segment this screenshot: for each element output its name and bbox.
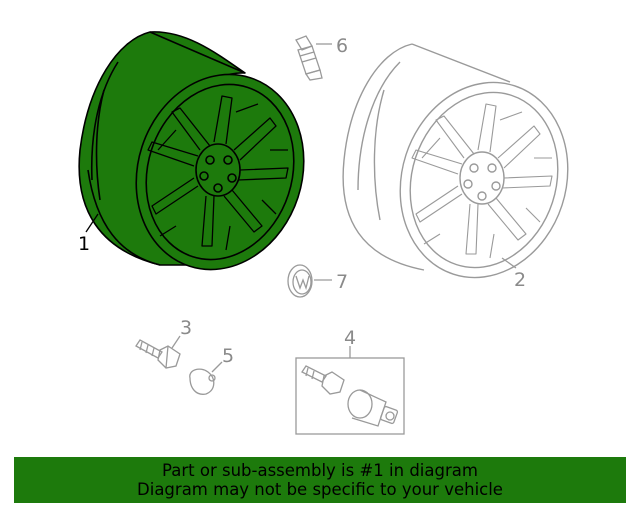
info-banner: Part or sub-assembly is #1 in diagram Di…: [14, 457, 626, 503]
callout-4[interactable]: 4: [344, 327, 356, 349]
leader-line-2: [501, 257, 517, 269]
banner-line-2: Diagram may not be specific to your vehi…: [137, 480, 503, 499]
callout-2[interactable]: 2: [514, 269, 526, 291]
valve-stem-part-6[interactable]: [295, 35, 323, 81]
lock-bolt-icon: [301, 365, 345, 395]
lock-key-icon: [347, 389, 399, 427]
bolt-cap-part-5[interactable]: [189, 368, 216, 395]
callout-5[interactable]: 5: [222, 345, 234, 367]
banner-line-1: Part or sub-assembly is #1 in diagram: [162, 461, 478, 480]
wheel-part-1[interactable]: [78, 31, 328, 292]
callout-7[interactable]: 7: [336, 271, 348, 293]
lug-bolt-part-3[interactable]: [135, 339, 181, 369]
leader-line-1: [85, 213, 99, 233]
callout-1[interactable]: 1: [78, 233, 90, 255]
wheel-part-2[interactable]: [342, 43, 592, 299]
callout-6[interactable]: 6: [336, 35, 348, 57]
center-cap-part-7[interactable]: [287, 264, 313, 298]
leader-line-3: [171, 335, 181, 349]
leader-line-5: [211, 361, 223, 373]
parts-diagram: 1 2 6: [78, 31, 592, 435]
callout-3[interactable]: 3: [180, 317, 192, 339]
